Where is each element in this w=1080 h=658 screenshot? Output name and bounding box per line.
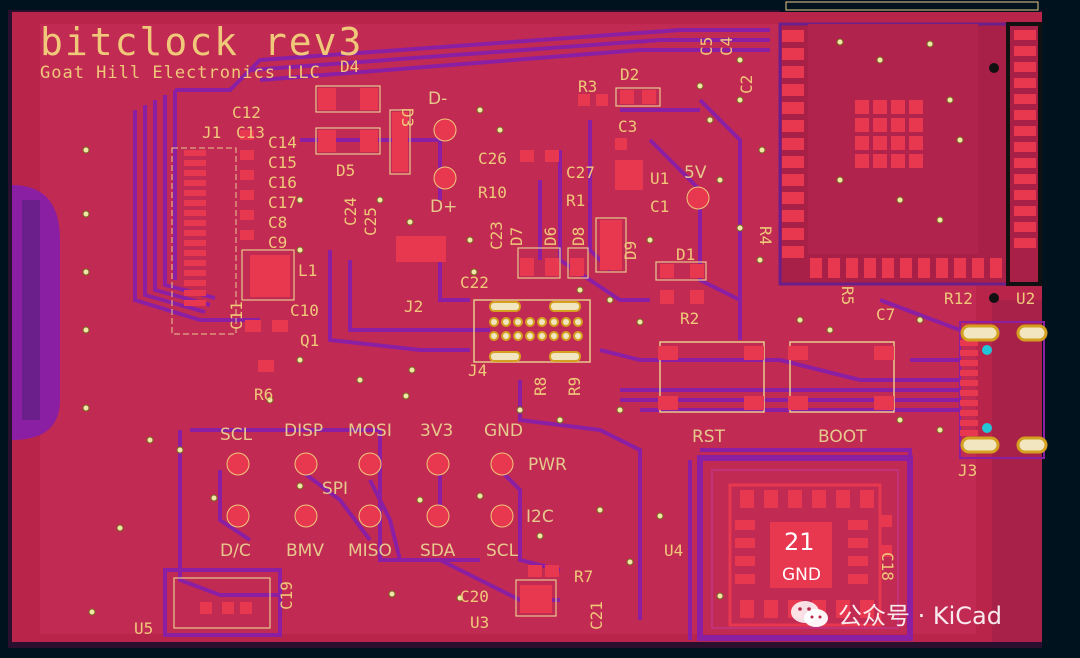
test-points	[226, 118, 710, 528]
j1-pads	[184, 130, 290, 372]
watermark-text: 公众号 · KiCad	[838, 602, 1002, 630]
silk-outlines	[173, 85, 707, 629]
watermark: 公众号 · KiCad	[790, 596, 1002, 631]
board-title-line1: bitclock rev3	[40, 20, 364, 64]
boot-button[interactable]	[788, 341, 895, 413]
j4-header	[473, 299, 591, 363]
board-title: bitclock rev3 Goat Hill Electronics LLC	[40, 22, 363, 83]
rst-button[interactable]	[658, 341, 765, 413]
u4-center-pad	[770, 522, 832, 588]
vias	[82, 38, 964, 616]
esp-pads	[782, 30, 1020, 278]
wechat-icon	[790, 599, 830, 629]
board-title-line2: Goat Hill Electronics LLC	[40, 63, 321, 83]
